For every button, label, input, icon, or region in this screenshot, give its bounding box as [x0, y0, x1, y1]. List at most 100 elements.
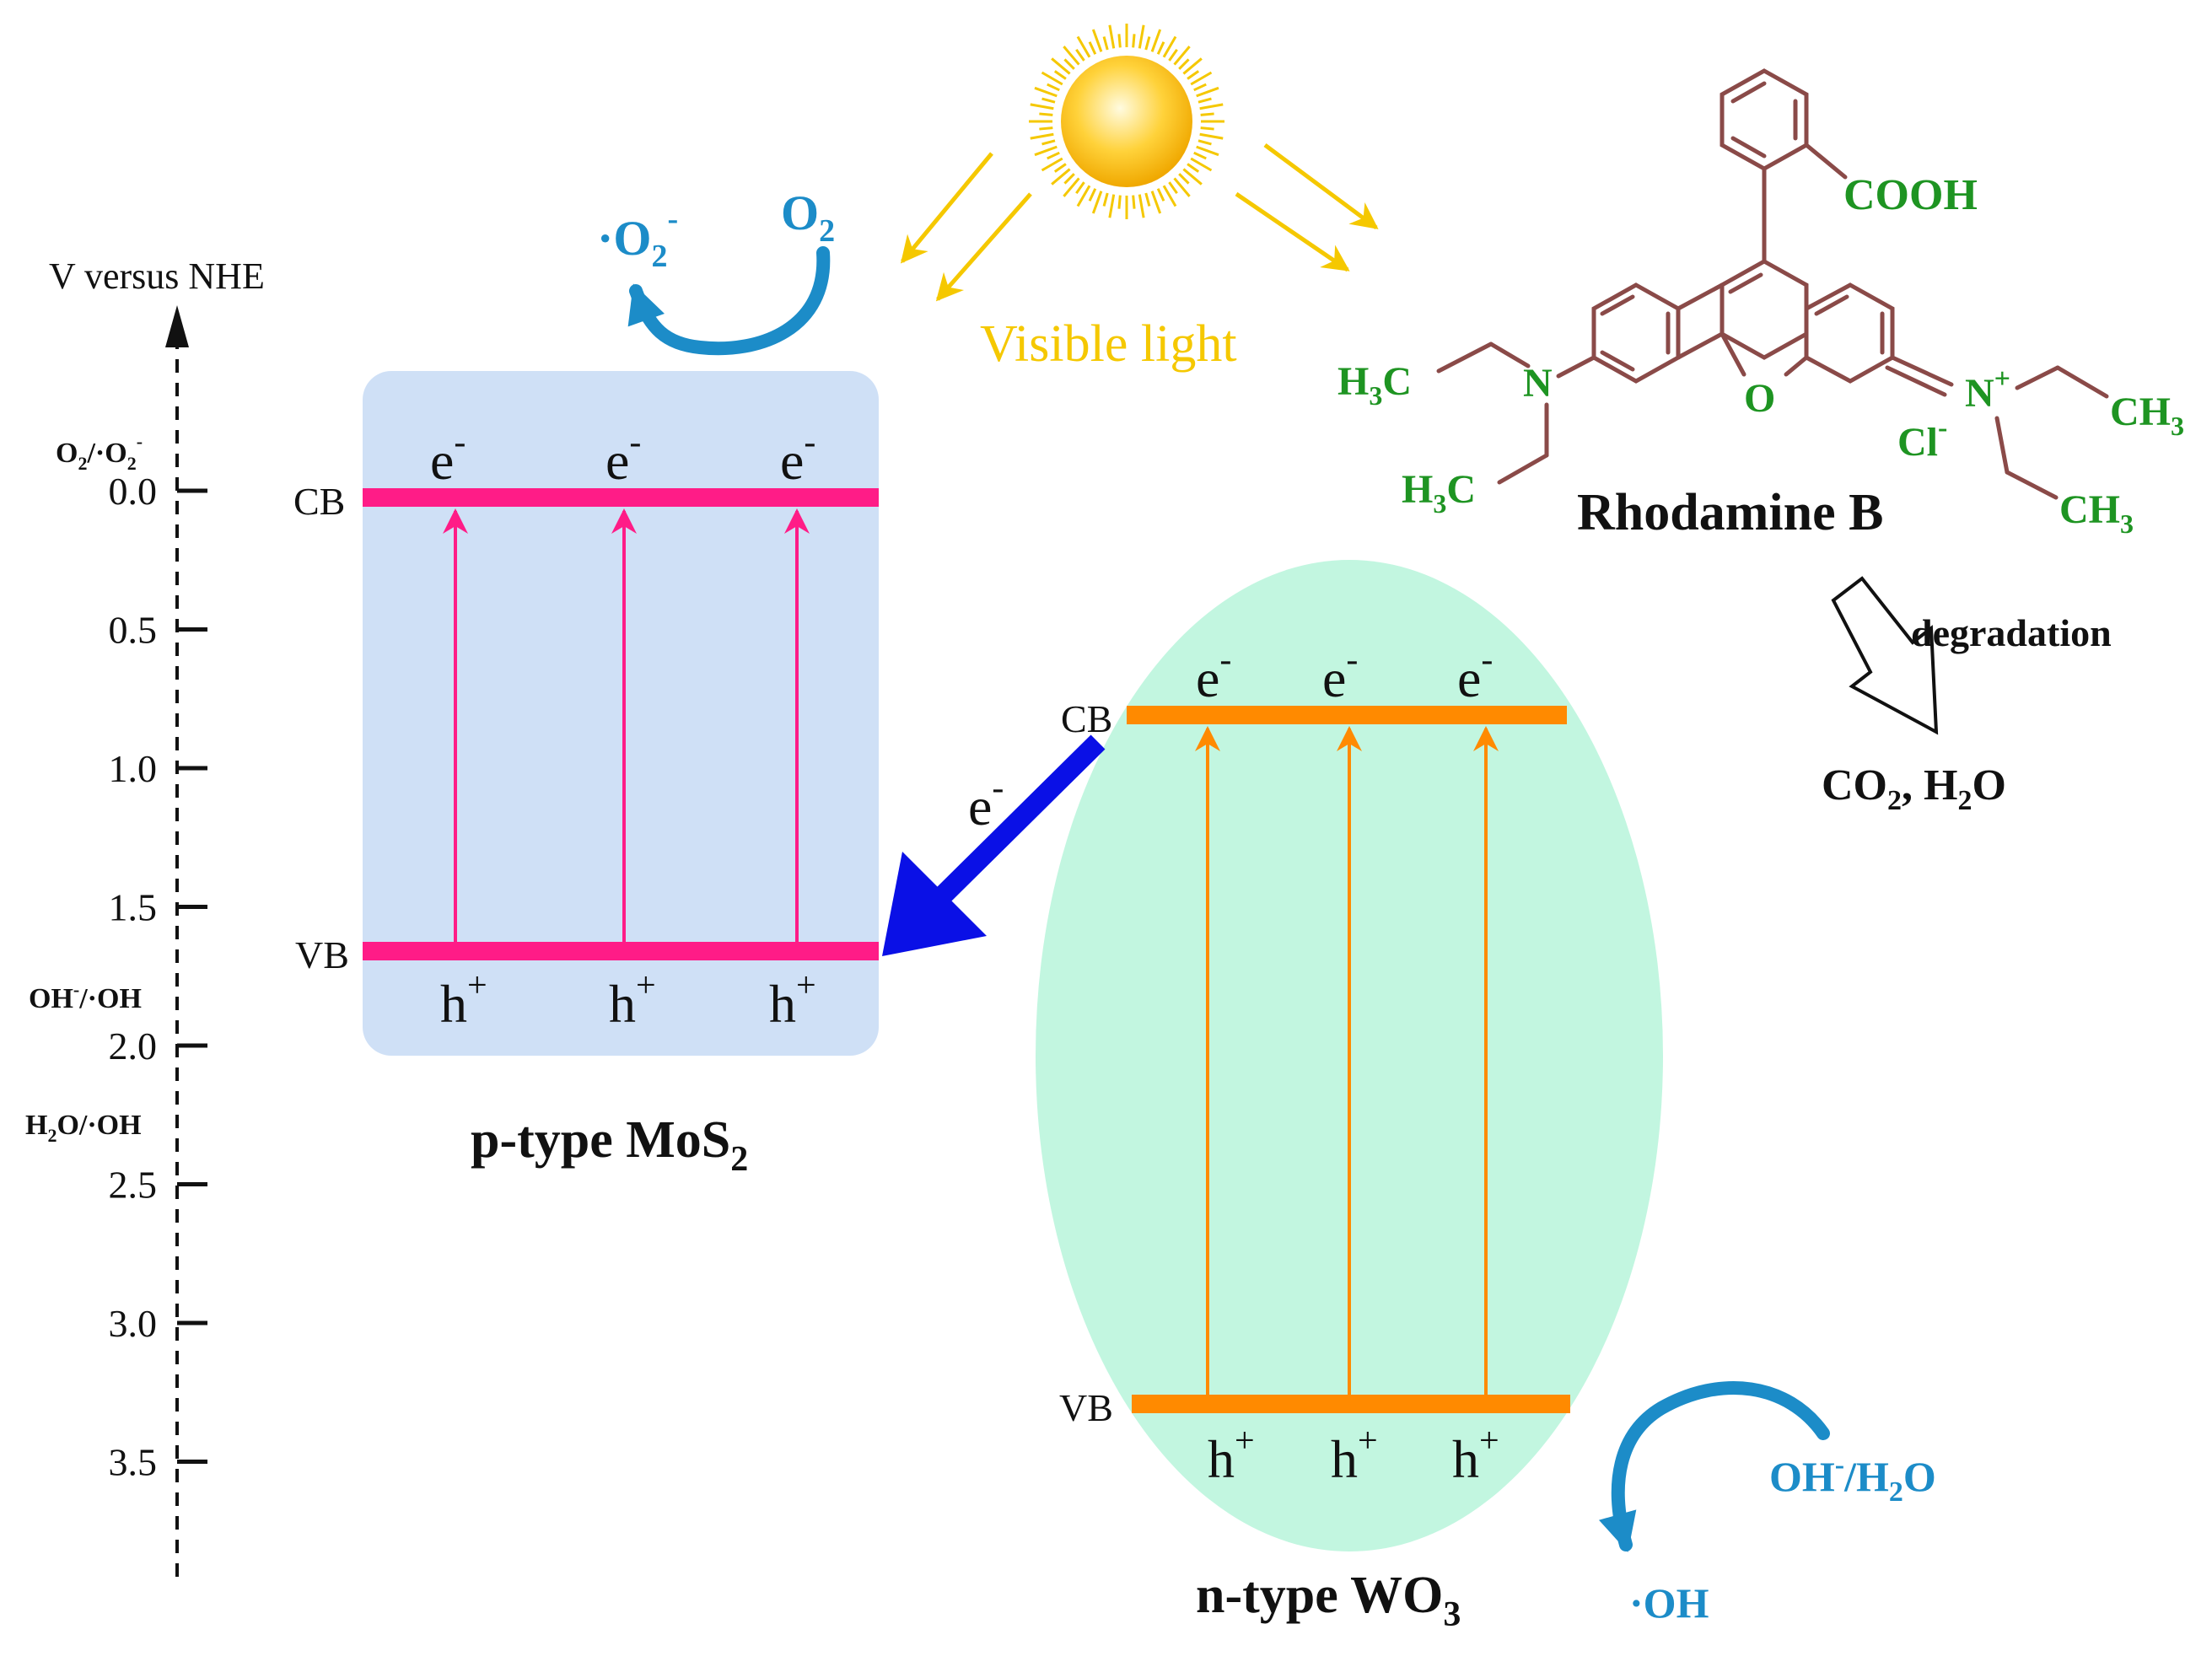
sun-ray — [1144, 192, 1151, 207]
sun-ray — [1041, 139, 1056, 146]
sun-ray — [1187, 70, 1200, 80]
superoxide-cycle: O2 ·O2- — [597, 186, 835, 356]
visible-light: Visible light — [900, 24, 1379, 373]
sun-ray — [1053, 70, 1067, 80]
ethyl-bond — [2015, 365, 2060, 390]
sun-ray — [1051, 168, 1071, 186]
right-iminium-label: N+ — [1965, 363, 2010, 416]
electron-transfer-arrow-head — [882, 852, 987, 956]
mos2-cb-label: CB — [293, 480, 345, 523]
xanthene-left-ring — [1591, 282, 1681, 384]
sun-ray — [1063, 58, 1075, 70]
sun-ray — [1138, 24, 1145, 49]
ethyl-bond — [1488, 341, 1531, 368]
ring-double-bond — [1728, 272, 1763, 294]
mos2-name: p-type MoS2 — [471, 1111, 748, 1179]
wo3-hole: h+ — [1452, 1422, 1499, 1489]
axis-tick-label: 2.5 — [109, 1164, 158, 1207]
sun-ray — [1063, 46, 1080, 66]
ring-double-bond — [1600, 294, 1635, 316]
sun-ray — [1187, 163, 1200, 173]
sun-ray — [1076, 35, 1091, 58]
sun-ray — [1197, 139, 1212, 146]
redox-label-oh: OH-/·OH — [29, 979, 142, 1014]
methyl-label: H3C — [1337, 359, 1412, 411]
superoxide-label: ·O2- — [597, 202, 678, 274]
ethyl-bond — [1497, 453, 1549, 485]
axis-tick-label: 1.5 — [109, 886, 158, 929]
sun-icon — [1061, 56, 1192, 187]
ethyl-bond — [1994, 416, 2010, 475]
wo3-name: n-type WO3 — [1196, 1567, 1461, 1634]
electron-transfer: e- — [882, 734, 1106, 956]
wo3-electron: e- — [1457, 641, 1493, 708]
mos2-hole: h+ — [440, 966, 487, 1034]
axis-tick-label: 3.5 — [109, 1441, 158, 1484]
iminium-double-bond — [1885, 365, 1947, 397]
axis-tick-label: 1.0 — [109, 747, 158, 790]
sun-ray — [1041, 71, 1063, 86]
light-ray-arrow — [935, 192, 1032, 302]
sun-ray — [1173, 46, 1191, 66]
sun-ray — [1190, 157, 1213, 172]
sun-ray — [1117, 195, 1122, 209]
sun-ray — [1053, 163, 1067, 173]
sun-ray — [1200, 112, 1214, 116]
degradation-arrow-icon — [1831, 576, 1939, 735]
degradation-products: CO2, H2O — [1822, 761, 2006, 816]
sun-ray — [1108, 24, 1116, 49]
cooh-label: COOH — [1843, 171, 1978, 219]
sun-ray — [1193, 83, 1207, 92]
sun-ray — [1041, 157, 1063, 172]
sun-ray — [1156, 41, 1165, 55]
axis-tick-label: 2.0 — [109, 1024, 158, 1067]
sun-ray — [1168, 181, 1178, 195]
ring-double-bond — [1730, 81, 1767, 104]
sun-ray — [1197, 97, 1212, 104]
light-ray-arrow — [1235, 191, 1350, 272]
mos2-electron: e- — [780, 423, 815, 491]
sun-ray — [1117, 34, 1122, 48]
mos2-region — [363, 371, 879, 1056]
sun-ray — [1102, 36, 1109, 51]
xanthene-central-ring — [1720, 259, 1809, 360]
methyl-label: H3C — [1402, 467, 1476, 519]
hydroxyl-reactant-label: OH-/H2O — [1769, 1449, 1936, 1508]
axis-arrow-head — [165, 305, 189, 347]
o2-label: O2 — [781, 186, 835, 249]
mos2-electron: e- — [605, 423, 641, 491]
sun-ray — [1076, 185, 1091, 207]
visible-light-label: Visible light — [980, 315, 1237, 373]
sun-ray — [1156, 188, 1165, 202]
ring-double-bond — [1730, 136, 1767, 159]
sun-ray — [1063, 173, 1075, 185]
wo3-electron: e- — [1322, 641, 1358, 708]
wo3-hole: h+ — [1208, 1422, 1255, 1489]
sun-ray — [1034, 86, 1058, 98]
sun-ray — [1182, 168, 1203, 186]
wo3-vb-label: VB — [1059, 1386, 1113, 1429]
sun-ray — [1162, 185, 1177, 207]
xanthene-bond — [1676, 282, 1725, 311]
sun-ray — [1102, 192, 1109, 207]
axis-ticks: 0.00.51.01.52.02.53.03.5 — [109, 470, 207, 1484]
sun-ray — [1168, 48, 1178, 62]
sun-ray — [1051, 57, 1071, 75]
transfer-electron-label: e- — [968, 769, 1004, 836]
sun-ray — [1150, 29, 1162, 52]
superoxide-cycle-arrow — [627, 246, 831, 356]
sun-ray — [1091, 29, 1103, 52]
redox-label-h2o: H2O/·OH — [25, 1110, 142, 1146]
sun-ray — [1132, 195, 1136, 209]
sun-ray — [1088, 41, 1097, 55]
axis-tick-label: 3.0 — [109, 1302, 158, 1345]
axis-tick-label: 0.0 — [109, 470, 158, 513]
iminium-double-bond — [1890, 355, 1954, 387]
sun-ray — [1182, 57, 1203, 75]
wo3-cb-label: CB — [1061, 697, 1112, 740]
sun-ray — [1178, 58, 1190, 70]
sun-ray — [1196, 145, 1219, 157]
sun-ray — [1193, 151, 1207, 160]
ring-double-bond — [1814, 294, 1849, 316]
